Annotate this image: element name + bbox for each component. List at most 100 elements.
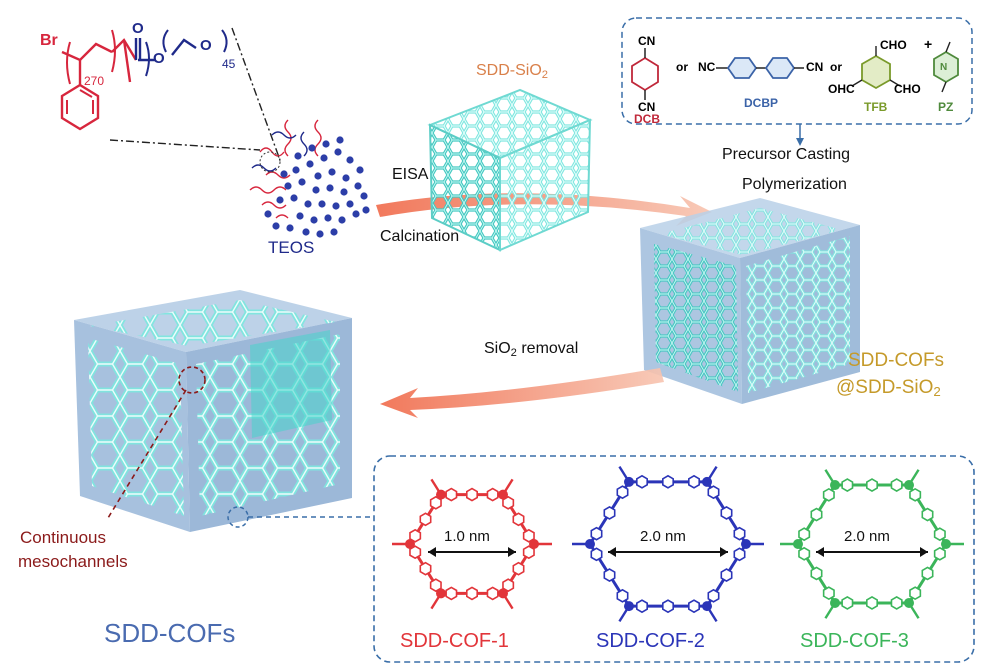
cof-framework-1 [392,478,552,610]
methacrylate-bracket [145,41,150,77]
cof-ring-unit [921,507,934,522]
teos-particle [318,200,326,208]
teos-particle [280,170,288,178]
cof-ring-unit [909,487,922,502]
cof-node [436,588,446,599]
styrene-bracket-left [66,41,71,85]
cof-node [624,601,634,612]
cof-ring-unit [890,478,903,492]
teos-particle [332,202,340,210]
cof-node [830,597,840,608]
cof-ring-unit [707,588,720,603]
cof-ring-unit [733,547,746,562]
teos-particle [328,168,336,176]
cof-ring-unit [810,566,823,581]
teos-particle [290,194,298,202]
cof-ring-unit [909,586,922,601]
teos-particle [304,200,312,208]
cof-node [436,489,446,500]
cof-ring-unit [486,487,499,502]
cof-ring-unit [733,526,746,541]
teos-particle [286,224,294,232]
teos-particle [296,212,304,220]
bromine-label: Br [40,32,58,49]
cof-ring-unit [662,474,674,489]
peo-backbone [171,38,197,56]
cof-ring-unit [798,546,811,561]
cof-ring-unit [466,487,478,502]
pore-arrow-head [720,547,728,557]
styrene-backbone [61,42,113,62]
cof-node [585,539,595,549]
sdd-sio2-cube [427,88,593,252]
teos-particle [310,216,318,224]
cof-node [904,480,914,491]
channel-circle [178,366,206,394]
cof-ring-unit [688,474,700,489]
sio2-removal-arrow [380,368,664,418]
cof-node [702,601,712,612]
cof-node [793,539,803,549]
pore-arrow-head [508,547,516,557]
cof-2-name-label: SDD-COF-2 [596,630,705,652]
peo-bracket-right [221,29,228,53]
cof-node [741,539,751,549]
sio2-removal-sub: 2 [510,347,517,359]
dcb-label: DCB [634,112,660,126]
dcbp-molecule [716,57,804,79]
sdd-cofs-at-line2-main: @SDD-SiO [836,377,934,398]
dcb-molecule [631,48,659,100]
dcbp-label: DCBP [744,96,779,110]
cof-ring-unit [798,527,811,542]
cof-ring-unit [590,547,603,562]
teos-particle [294,152,302,160]
plus-sign: + [924,36,933,52]
cof-ring-unit [921,566,934,581]
teos-particle [360,192,368,200]
teos-particle [314,172,322,180]
pz-molecule [933,41,959,93]
teos-particle [362,206,370,214]
dcb-cn-bottom: CN [638,100,656,114]
pore-arrow-head [816,547,824,557]
teos-particle [342,174,350,182]
sio2-removal-main: SiO [484,340,511,357]
cof-ring-unit [466,586,478,601]
sio2-cube-right [499,118,592,252]
teos-particle [264,210,272,218]
monomer-box [621,17,973,125]
sdd-cofs-cube [74,290,352,532]
cof-ring-unit [636,599,648,614]
teos-particle [356,166,364,174]
cof-ring-unit [866,596,878,610]
teos-particle [330,228,338,236]
cof-ring-unit [890,596,903,610]
cof-node [941,539,951,549]
teos-particle [298,178,306,186]
teos-particle [316,230,324,238]
cof-ring-unit [486,586,499,601]
cof-ring-unit [720,568,733,582]
cof-ring-unit [445,487,458,502]
cof-ring-unit [616,588,629,603]
styrene-dp-label: 270 [84,74,105,88]
phenyl-ring [60,83,100,131]
block-copolymer-structure [60,29,228,131]
cof-ring-unit [603,568,616,582]
ester-oxygen-label: O [153,50,165,67]
tfb-cho-top: CHO [880,38,907,52]
sdd-sio2-title-sub: 2 [541,69,549,81]
cof-3-pore-label: 2.0 nm [844,528,890,545]
cof-node [702,476,712,487]
pore-arrow-head [428,547,436,557]
sdd-cofs-at-line2-sub: 2 [933,384,941,399]
cof-ring-unit [933,527,946,542]
teos-particle [276,196,284,204]
cof-node [830,480,840,491]
cof-ring-unit [590,526,603,541]
peo-bracket-left [162,29,169,53]
cof-frameworks [392,465,964,623]
cof-ring-unit [512,512,525,527]
cof-ring-unit [522,545,535,560]
